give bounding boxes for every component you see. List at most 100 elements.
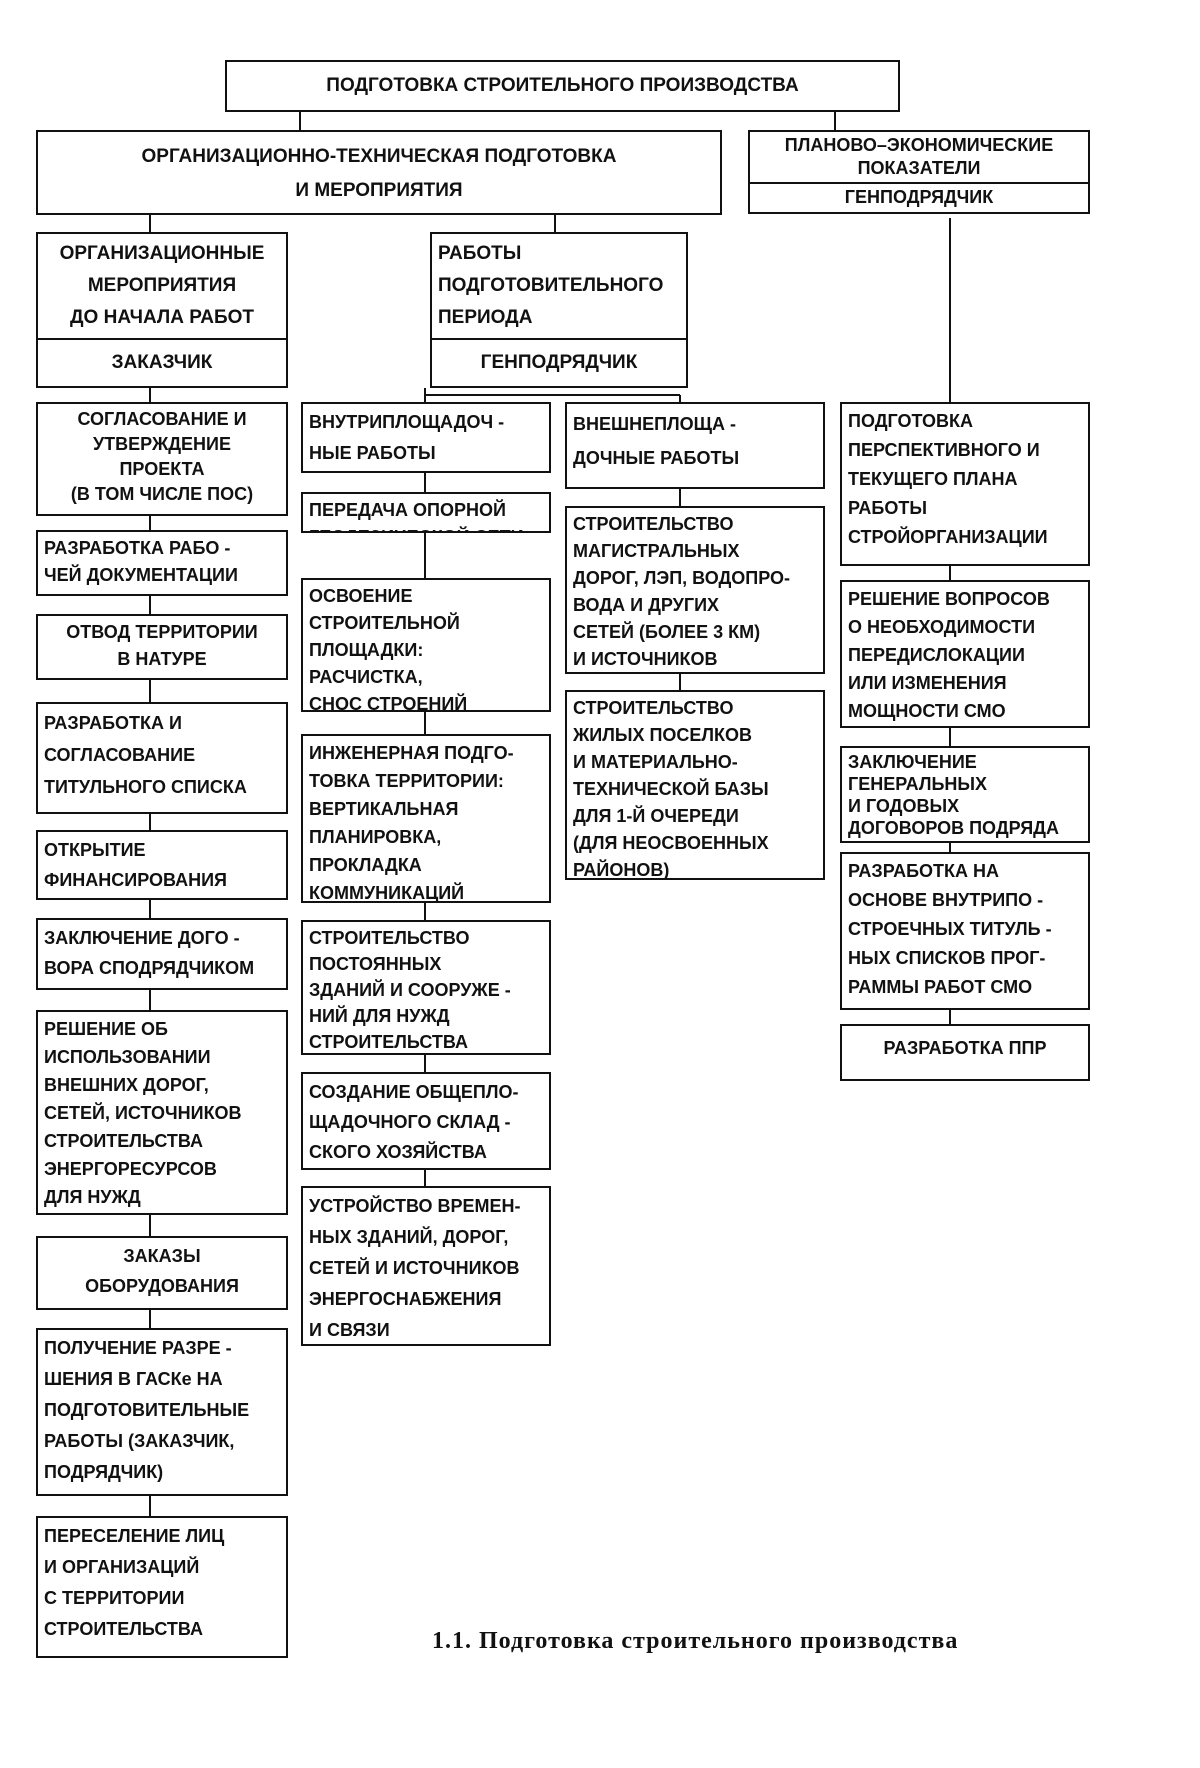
site-allocation-box: ОТВОД ТЕРРИТОРИИ В НАТУРЕ <box>36 614 288 680</box>
box-text-line: И ОРГАНИЗАЦИЙ <box>44 1557 200 1577</box>
box-text-line: ЧЕЙ ДОКУМЕНТАЦИИ <box>44 565 238 585</box>
box-text-line: СТРОИТЕЛЬСТВА <box>309 1032 469 1052</box>
box-text-line: ИСПОЛЬЗОВАНИИ <box>44 1047 211 1067</box>
box-text-line: ДОЧНЫЕ РАБОТЫ <box>573 448 740 468</box>
box-text-line: ПРОЕКТА <box>119 459 205 479</box>
box-text-line: ДОГОВОРОВ ПОДРЯДА <box>848 818 1059 838</box>
box-text-line: ОРГАНИЗАЦИОННО-ТЕХНИЧЕСКАЯ ПОДГОТОВКА <box>141 146 617 167</box>
box-text-line: СОЗДАНИЕ ОБЩЕПЛО- <box>309 1082 519 1102</box>
box-text-line: ЗАКАЗЧИК <box>111 352 213 373</box>
box-text-line: ЖИЛЫХ ПОСЕЛКОВ <box>573 725 753 745</box>
box-text-line: (В ТОМ ЧИСЛЕ ПОС) <box>70 484 254 504</box>
relocation-box: ПЕРЕСЕЛЕНИЕ ЛИЦ И ОРГАНИЗАЦИЙ С ТЕРРИТОРИИ… <box>36 1516 288 1658</box>
box-text-line: СТРОЕЧНЫХ ТИТУЛЬ - <box>848 919 1052 939</box>
box-text-line: И МЕРОПРИЯТИЯ <box>295 180 463 201</box>
box-text-line: СТРОЙОРГАНИЗАЦИИ <box>848 527 1048 547</box>
box-text-line: СОГЛАСОВАНИЕ И <box>77 409 247 429</box>
ppr-development-box: РАЗРАБОТКА ППР <box>840 1024 1090 1081</box>
box-text-line: ПЕРЕДИСЛОКАЦИИ <box>848 645 1025 665</box>
box-text-line: СКОГО ХОЗЯЙСТВА <box>309 1142 487 1162</box>
box-text-line: ПРОКЛАДКА <box>309 855 422 875</box>
box-text-line: ВЕРТИКАЛЬНАЯ <box>309 799 459 819</box>
box-text-line: В НАТУРЕ <box>117 649 207 669</box>
box-text-line: С ТЕРРИТОРИИ <box>44 1588 185 1608</box>
box-text-line: ПОКАЗАТЕЛИ <box>857 158 981 178</box>
box-text-line: ПЛАНОВО–ЭКОНОМИЧЕСКИЕ <box>784 135 1054 155</box>
box-text-line: РАЗРАБОТКА НА <box>848 861 1000 881</box>
box-text-line: МОЩНОСТИ СМО <box>848 701 1006 721</box>
equipment-orders-box: ЗАКАЗЫ ОБОРУДОВАНИЯ <box>36 1236 288 1310</box>
box-text-line: НЫХ СПИСКОВ ПРОГ- <box>848 948 1046 968</box>
box-text-line: СТРОИТЕЛЬСТВА <box>44 1131 204 1151</box>
plan-econ-indicators-box: ПЛАНОВО–ЭКОНОМИЧЕСКИЕ ПОКАЗАТЕЛИ <box>748 130 1090 184</box>
box-text-line: ТЕХНИЧЕСКОЙ БАЗЫ <box>573 779 769 799</box>
box-text-line: ВОРА СПОДРЯДЧИКОМ <box>44 958 255 978</box>
connector <box>149 215 556 232</box>
box-text-line: И ИСТОЧНИКОВ <box>573 649 718 669</box>
box-text-line: НЫЕ РАБОТЫ <box>309 443 436 463</box>
box-text-line: ПЛАНИРОВКА, <box>309 827 442 847</box>
box-text-line: СЕТЕЙ И ИСТОЧНИКОВ <box>309 1258 520 1278</box>
box-text-line: ДЛЯ НУЖД <box>44 1187 141 1207</box>
box-text-line: ГЕНПОДРЯДЧИК <box>844 187 994 207</box>
root-box: ПОДГОТОВКА СТРОИТЕЛЬНОГО ПРОИЗВОДСТВА <box>225 60 900 112</box>
box-text-line: ЗАКАЗЫ <box>123 1246 201 1266</box>
box-text-line: РЕШЕНИЕ ВОПРОСОВ <box>848 589 1050 609</box>
box-text-line: ИЛИ ИЗМЕНЕНИЯ <box>848 673 1007 693</box>
box-text-line: ЗАКЛЮЧЕНИЕ <box>848 752 977 772</box>
box-text-line: РАБОТЫ (ЗАКАЗЧИК, <box>44 1431 235 1451</box>
internal-works-header-box: ВНУТРИПЛОЩАДОЧ -НЫЕ РАБОТЫ <box>301 402 551 473</box>
box-text-line: ТЕКУЩЕГО ПЛАНА <box>848 469 1018 489</box>
box-text-line: ВНЕШНИХ ДОРОГ, <box>44 1075 209 1095</box>
box-text-line: ПОЛУЧЕНИЕ РАЗРЕ - <box>44 1338 232 1358</box>
box-text-line: ПОДГОТОВКА СТРОИТЕЛЬНОГО ПРОИЗВОДСТВА <box>326 75 799 96</box>
geodetic-network-box: ПЕРЕДАЧА ОПОРНОЙГЕОДЕЗИЧЕСКОЙ СЕТИ <box>301 492 551 533</box>
box-text-line: ТИТУЛЬНОГО СПИСКА <box>44 777 247 797</box>
connector <box>424 388 681 402</box>
box-text-line: ГЕНПОДРЯДЧИК <box>480 352 638 373</box>
box-text-line: МАГИСТРАЛЬНЫХ <box>573 541 740 561</box>
box-text-line: И СВЯЗИ <box>309 1320 390 1340</box>
contract-box: ЗАКЛЮЧЕНИЕ ДОГО - ВОРА СПОДРЯДЧИКОМ <box>36 918 288 990</box>
box-text-line: ГЕОДЕЗИЧЕСКОЙ СЕТИ <box>309 524 543 531</box>
box-text-line: РАММЫ РАБОТ СМО <box>848 977 1033 997</box>
box-text-line: ПОСТОЯННЫХ <box>309 954 442 974</box>
box-text-line: РАЗРАБОТКА И <box>44 713 182 733</box>
box-text-line: ВОДА И ДРУГИХ <box>573 595 720 615</box>
engineering-prep-box: ИНЖЕНЕРНАЯ ПОДГО-ТОВКА ТЕРРИТОРИИ:ВЕРТИК… <box>301 734 551 903</box>
box-text-line: ПЕРЕСЕЛЕНИЕ ЛИЦ <box>44 1526 225 1546</box>
box-text-line: ЗАКЛЮЧЕНИЕ ДОГО - <box>44 928 240 948</box>
plan-econ-genpodryadchik-label: ГЕНПОДРЯДЧИК <box>748 182 1090 214</box>
box-text-line: СТРОИТЕЛЬНОЙ <box>309 613 460 633</box>
box-text-line: ОТКРЫТИЕ <box>44 840 146 860</box>
box-text-line: ПОДРЯДЧИК) <box>44 1462 164 1482</box>
figure-caption: 1.1. Подготовка строительного производст… <box>432 1628 959 1654</box>
box-text-line: СНОС СТРОЕНИЙ <box>309 694 468 712</box>
box-text-line: ОРГАНИЗАЦИОННЫЕ <box>59 243 265 264</box>
org-measures-zakazchik-label: ЗАКАЗЧИК <box>36 338 288 388</box>
box-text-line: ОБОРУДОВАНИЯ <box>85 1276 239 1296</box>
box-text-line: ОТВОД ТЕРРИТОРИИ <box>66 622 258 642</box>
box-text-line: НИЙ ДЛЯ НУЖД <box>309 1006 450 1026</box>
box-text-line: УСТРОЙСТВО ВРЕМЕН- <box>309 1196 521 1216</box>
box-text-line: СЕТЕЙ (БОЛЕЕ 3 КМ) <box>573 622 761 642</box>
box-text-line: ЗДАНИЙ И СООРУЖЕ - <box>309 980 511 1000</box>
box-text-line: И ГОДОВЫХ <box>848 796 960 816</box>
box-text-line: РАСЧИСТКА, <box>309 667 423 687</box>
box-text-line: ПЛОЩАДКИ: <box>309 640 424 660</box>
org-tech-preparation-box: ОРГАНИЗАЦИОННО-ТЕХНИЧЕСКАЯ ПОДГОТОВКА И М… <box>36 130 722 215</box>
